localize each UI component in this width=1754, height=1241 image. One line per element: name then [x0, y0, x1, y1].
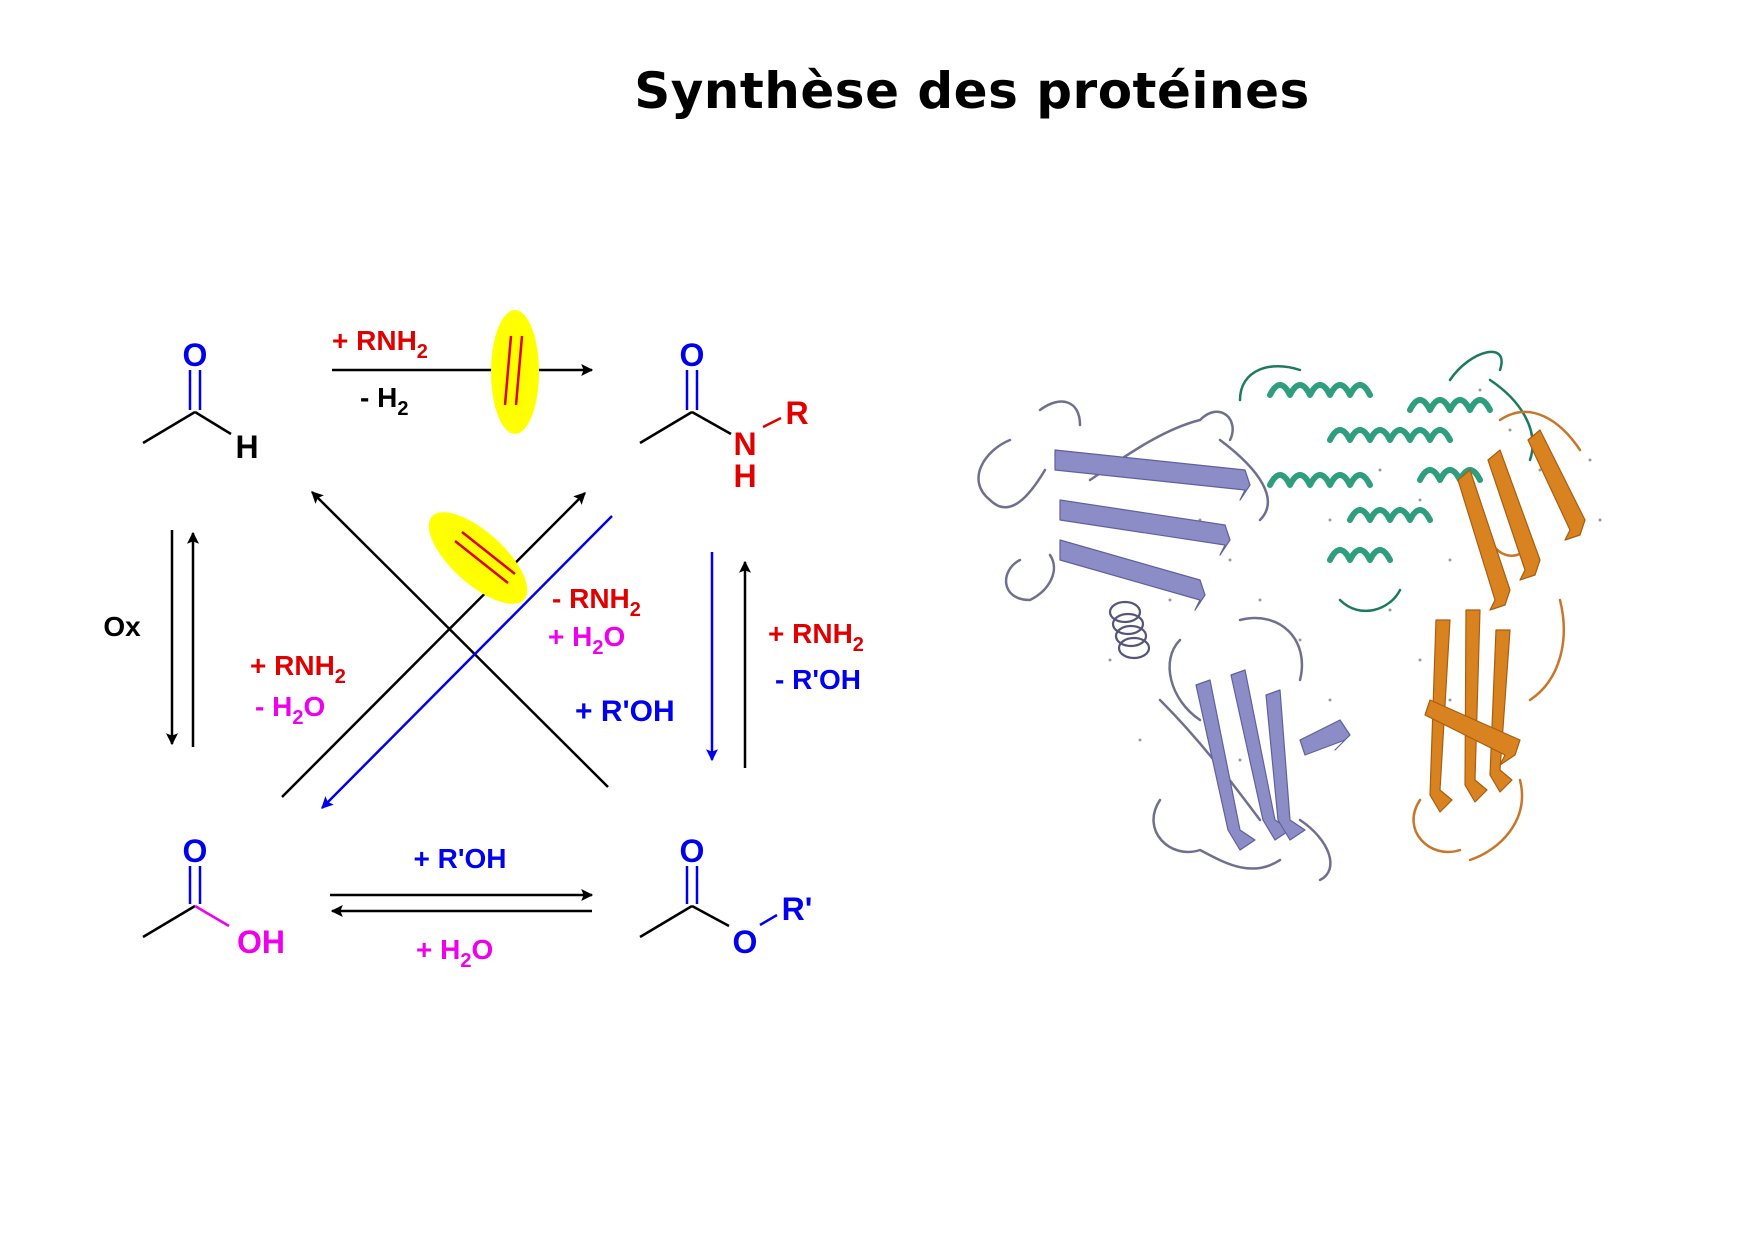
right-up-reagent: + RNH2	[768, 618, 864, 656]
diagonal-arrows: + RNH2 - H2O - RNH2 + H2O	[250, 491, 641, 809]
top-arrow-byproduct: - H2	[360, 382, 408, 420]
left-oxidation-arrows: Ox	[103, 530, 199, 747]
right-up-byproduct: - R'OH	[775, 664, 861, 695]
protein-purple-sheets	[1054, 449, 1351, 851]
bottom-reverse-reagent: + H2O	[416, 934, 493, 972]
acid-structure: O OH	[142, 833, 285, 960]
ester-structure: O O R'	[639, 833, 813, 960]
diag-down-reagent: + H2O	[548, 621, 625, 659]
amide-structure: O N H R	[639, 337, 809, 494]
diag-up-byproduct: - H2O	[255, 691, 325, 729]
protein-dots	[1108, 388, 1602, 802]
ox-label: Ox	[103, 611, 141, 642]
bottom-forward-reagent: + R'OH	[413, 843, 506, 874]
ester-oxygen: O	[733, 924, 758, 960]
protein-purple-loops	[977, 400, 1332, 882]
right-arrows: + R'OH + RNH2 - R'OH	[575, 552, 864, 768]
aldehyde-hydrogen: H	[235, 429, 258, 465]
ester-carbonyl-oxygen: O	[680, 833, 705, 869]
diag-down-byproduct: - RNH2	[552, 583, 641, 621]
amide-nitrogen: N	[733, 426, 756, 462]
page-title: Synthèse des protéines	[634, 62, 1310, 120]
right-down-reagent: + R'OH	[575, 695, 675, 728]
top-arrow-blocked: + RNH2 - H2	[332, 310, 594, 434]
diag-up-reagent: + RNH2	[250, 650, 346, 688]
protein-green-helices	[1267, 382, 1493, 563]
acid-hydroxyl: OH	[237, 924, 285, 960]
ester-r-prime: R'	[782, 891, 813, 927]
protein-green-loops	[1238, 350, 1534, 613]
aldehyde-oxygen: O	[183, 337, 208, 373]
amide-r-group: R	[785, 395, 808, 431]
top-arrow-reagent: + RNH2	[332, 325, 428, 363]
amide-hydrogen: H	[733, 458, 756, 494]
acid-oxygen: O	[183, 833, 208, 869]
protein-purple-helix	[1108, 600, 1151, 660]
protein-ribbon-image	[977, 350, 1602, 882]
aldehyde-structure: O H	[142, 337, 259, 465]
amide-oxygen: O	[680, 337, 705, 373]
blocked-highlight	[491, 310, 539, 434]
bottom-arrows: + R'OH + H2O	[330, 843, 594, 972]
protein-orange-sheets	[1424, 429, 1586, 813]
